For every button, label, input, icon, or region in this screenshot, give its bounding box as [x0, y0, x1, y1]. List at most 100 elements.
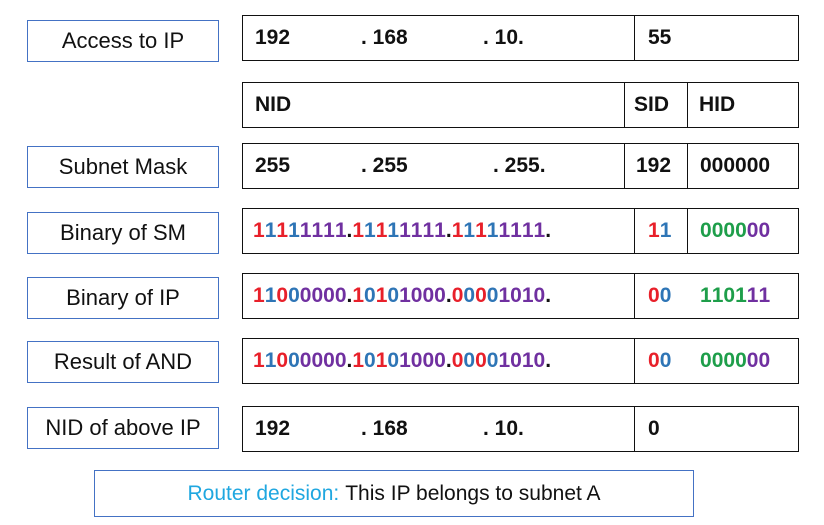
bit-digit: 1 — [475, 219, 487, 242]
bit-digit: 0 — [475, 349, 487, 372]
bit-digit: 1 — [521, 349, 534, 372]
bit-digit: 0 — [323, 349, 335, 372]
mask-octet-3: . 255. — [493, 154, 546, 177]
subnet-mask-row: 255 . 255 . 255. 192 000000 — [242, 143, 799, 189]
mask-hid: 000000 — [700, 154, 771, 177]
bit-digit: 0 — [299, 284, 312, 307]
bit-digit: 0 — [735, 349, 747, 372]
bit-digit: 0 — [700, 349, 712, 372]
bit-digit: 0 — [711, 219, 724, 242]
bit-digit: 0 — [311, 284, 324, 307]
mask-divider-1 — [624, 144, 625, 188]
bit-digit: 1 — [299, 219, 312, 242]
bit-separator: . — [445, 284, 452, 307]
ip-octet-2: . 168 — [361, 26, 408, 49]
bit-digit: 0 — [510, 284, 522, 307]
bit-separator: . — [346, 349, 353, 372]
bit-digit: 0 — [700, 219, 712, 242]
bit-digit: 1 — [648, 219, 660, 242]
bit-digit: 1 — [498, 284, 511, 307]
bit-digit: 1 — [758, 284, 771, 307]
bit-digit: 1 — [375, 284, 388, 307]
bit-digit: 1 — [264, 284, 277, 307]
bit-separator: . — [545, 284, 552, 307]
label-binary-of-ip-text: Binary of IP — [66, 285, 180, 310]
bit-digit: 0 — [434, 284, 446, 307]
bit-digit: 0 — [735, 219, 747, 242]
bit-digit: 1 — [399, 349, 411, 372]
header-sid: SID — [634, 93, 670, 116]
bit-digit: 0 — [451, 284, 464, 307]
bit-digit: 1 — [410, 219, 423, 242]
bit-digit: 0 — [723, 284, 736, 307]
bit-digit: 0 — [323, 284, 335, 307]
result-and-divider — [634, 339, 635, 383]
bit-digit: 0 — [659, 284, 672, 307]
mask-sid: 192 — [636, 154, 672, 177]
bit-digit: 1 — [486, 219, 499, 242]
bit-digit: 1 — [387, 219, 400, 242]
bit-digit: 1 — [659, 219, 672, 242]
bit-digit: 0 — [311, 349, 324, 372]
mask-octet-2: . 255 — [361, 154, 408, 177]
bit-digit: 0 — [486, 349, 499, 372]
bit-digit: 1 — [288, 219, 300, 242]
bit-digit: 0 — [723, 349, 736, 372]
bit-digit: 0 — [434, 349, 446, 372]
label-access-to-ip: Access to IP — [27, 20, 219, 62]
mask-divider-2 — [687, 144, 688, 188]
bit-digit: 1 — [521, 219, 534, 242]
bit-digit: 0 — [475, 284, 487, 307]
label-nid-of-above-ip-text: NID of above IP — [45, 415, 201, 440]
nid-divider — [634, 407, 635, 451]
bit-digit: 0 — [364, 349, 376, 372]
bit-separator: . — [545, 219, 552, 242]
bit-separator: . — [346, 284, 353, 307]
nid-octet-4: 0 — [648, 417, 660, 440]
bit-digit: 0 — [463, 284, 476, 307]
bit-digit: 1 — [399, 219, 411, 242]
nid-octet-2: . 168 — [361, 417, 408, 440]
bit-digit: 1 — [521, 284, 534, 307]
nid-octet-3: . 10. — [483, 417, 524, 440]
bit-digit: 1 — [253, 349, 265, 372]
bit-digit: 0 — [387, 349, 400, 372]
bit-digit: 1 — [352, 349, 365, 372]
bit-digit: 1 — [451, 219, 464, 242]
label-result-of-and-text: Result of AND — [53, 349, 193, 374]
bit-digit: 0 — [334, 284, 347, 307]
bit-digit: 1 — [253, 284, 265, 307]
bit-digit: 1 — [533, 219, 546, 242]
bit-digit: 0 — [486, 284, 499, 307]
ip-octet-4: 55 — [648, 26, 672, 49]
bit-digit: 0 — [463, 349, 476, 372]
bit-digit: 1 — [334, 219, 347, 242]
bit-digit: 1 — [264, 219, 277, 242]
bit-separator: . — [346, 219, 353, 242]
ip-row: 192 . 168 . 10. 55 — [242, 15, 799, 61]
bit-digit: 0 — [387, 284, 400, 307]
bit-digit: 0 — [422, 284, 435, 307]
bit-digit: 0 — [758, 349, 771, 372]
bit-digit: 0 — [533, 349, 546, 372]
label-binary-of-ip: Binary of IP — [27, 277, 219, 319]
header-divider-2 — [687, 83, 688, 127]
bit-digit: 0 — [288, 349, 300, 372]
bit-digit: 1 — [323, 219, 335, 242]
bit-digit: 1 — [498, 219, 511, 242]
bit-digit: 0 — [648, 284, 660, 307]
nid-row: 192 . 168 . 10. 0 — [242, 406, 799, 452]
bit-digit: 1 — [463, 219, 476, 242]
bit-digit: 0 — [410, 349, 423, 372]
bit-digit: 0 — [659, 349, 672, 372]
bit-digit: 0 — [746, 349, 759, 372]
bit-separator: . — [445, 219, 452, 242]
mask-octet-1: 255 — [255, 154, 291, 177]
